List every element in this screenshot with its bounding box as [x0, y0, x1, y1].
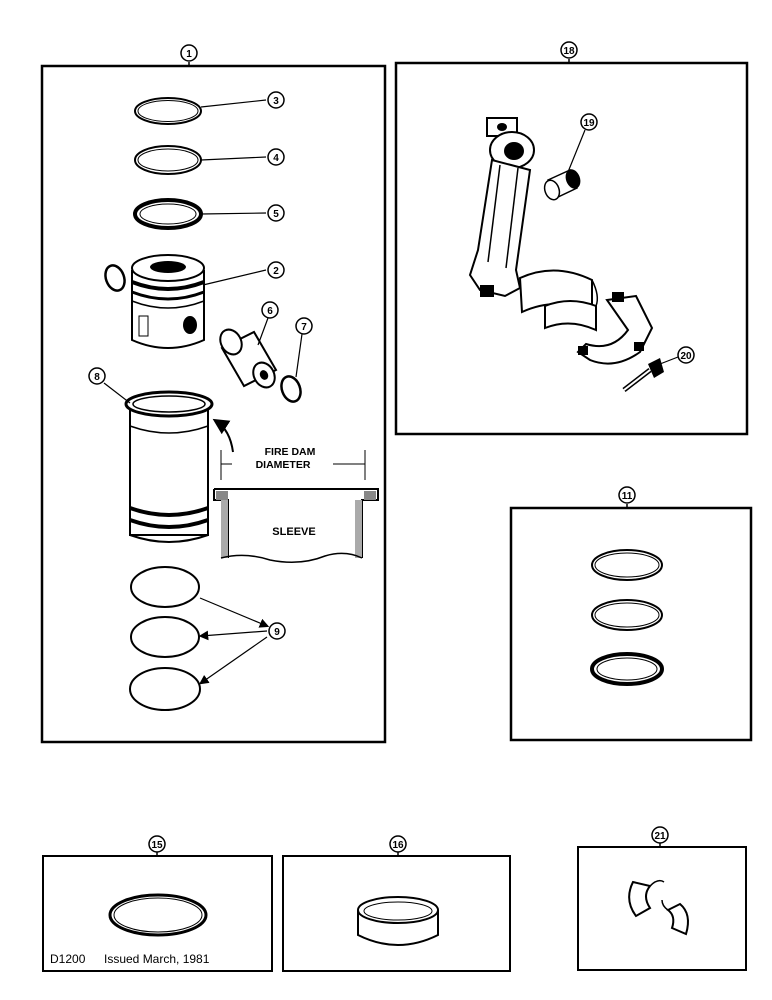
- o-rings-9: [129, 566, 270, 711]
- callout-9: 9: [268, 622, 286, 640]
- callout-6: 6: [261, 301, 279, 319]
- fire-dam-label-line1: FIRE DAM: [265, 446, 316, 458]
- svg-text:8: 8: [94, 372, 100, 383]
- callout-16: 16: [389, 835, 407, 853]
- callout-19: 19: [580, 113, 598, 131]
- rod-cap: [576, 292, 654, 365]
- piston-ring-3: [134, 97, 267, 125]
- connecting-rod: [468, 117, 535, 298]
- callout-8: 8: [88, 367, 106, 385]
- cylinder-sleeve-8: [103, 382, 214, 543]
- ring-set: [590, 549, 664, 686]
- seal-ring-15: [108, 893, 208, 937]
- panel-ring-set: 11: [509, 486, 753, 742]
- bearing-shells-21: [628, 879, 689, 936]
- callout-20: 20: [677, 346, 695, 364]
- piston-2: [131, 254, 267, 349]
- svg-text:1: 1: [186, 49, 192, 60]
- svg-text:4: 4: [273, 153, 279, 164]
- panel-bearing-shells: 21: [577, 826, 747, 971]
- piston-pin-retainer-7: [280, 333, 303, 403]
- callout-11: 11: [618, 486, 636, 504]
- sleeve-band-16: [357, 896, 439, 946]
- detail-arrow: [212, 418, 234, 453]
- callout-21: 21: [651, 826, 669, 844]
- svg-text:20: 20: [680, 351, 692, 362]
- svg-text:15: 15: [151, 840, 163, 851]
- svg-text:21: 21: [654, 831, 666, 842]
- svg-text:19: 19: [583, 118, 595, 129]
- issue-date: Issued March, 1981: [104, 952, 210, 966]
- sleeve-label: SLEEVE: [272, 526, 315, 538]
- svg-text:5: 5: [273, 209, 279, 220]
- svg-text:11: 11: [622, 491, 633, 502]
- panel-seal-ring: 15 D1200 Issued March, 1981: [42, 835, 273, 972]
- bushing-19: [543, 129, 586, 201]
- svg-text:3: 3: [273, 96, 279, 107]
- callout-7: 7: [295, 317, 313, 335]
- callout-15: 15: [148, 835, 166, 853]
- bearing-shells: [518, 269, 599, 332]
- piston-pin-retainer-left: [104, 264, 126, 292]
- panel-piston-kit: 1 3 4 5: [40, 44, 387, 744]
- fire-dam-label-line2: DIAMETER: [256, 459, 311, 471]
- piston-ring-4: [134, 145, 267, 175]
- svg-text:2: 2: [273, 266, 279, 277]
- callout-18: 18: [560, 41, 578, 59]
- svg-text:7: 7: [301, 322, 307, 333]
- callout-3: 3: [267, 91, 285, 109]
- piston-pin-6: [219, 317, 278, 389]
- callout-2: 2: [267, 261, 285, 279]
- piston-ring-5: [133, 198, 267, 230]
- svg-text:16: 16: [392, 840, 404, 851]
- svg-text:6: 6: [267, 306, 273, 317]
- callout-5: 5: [267, 204, 285, 222]
- document-id: D1200: [50, 952, 86, 966]
- callout-4: 4: [267, 148, 285, 166]
- svg-text:9: 9: [274, 627, 280, 638]
- svg-text:18: 18: [563, 46, 575, 57]
- panel-sleeve-band: 16: [282, 835, 511, 972]
- panel-connecting-rod: 18: [394, 41, 749, 436]
- sleeve-detail: FIRE DAM DIAMETER SLEEVE: [213, 446, 379, 563]
- callout-1: 1: [180, 44, 198, 62]
- rod-bolt-20: [622, 356, 679, 392]
